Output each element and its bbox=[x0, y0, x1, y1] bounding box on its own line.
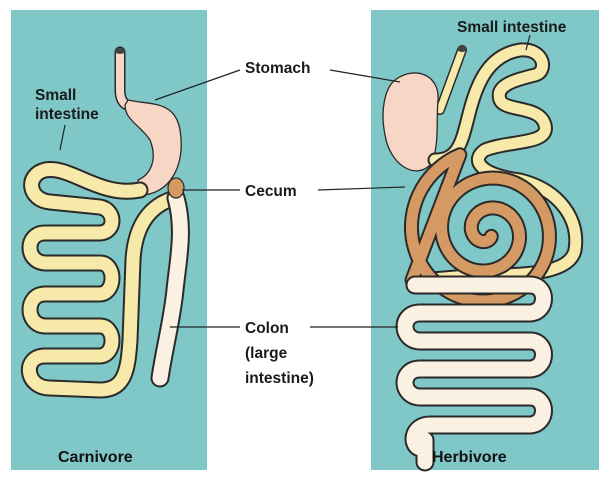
small-intestine-leader-left bbox=[59, 124, 66, 151]
herbivore-cecum-spiral bbox=[404, 147, 557, 309]
small-intestine-leader-right bbox=[525, 34, 531, 51]
herbivore-small-intestine bbox=[412, 42, 584, 288]
cecum-leader-right bbox=[317, 186, 406, 191]
carnivore-cecum bbox=[167, 177, 185, 199]
carnivore-title: Carnivore bbox=[58, 449, 133, 466]
herbivore-title: Herbivore bbox=[432, 449, 507, 466]
left-small-intestine-label-line1: Small bbox=[35, 87, 76, 104]
stomach-label: Stomach bbox=[245, 60, 310, 77]
herbivore-colon bbox=[395, 275, 553, 472]
colon-label-line1: Colon bbox=[245, 320, 289, 337]
left-small-intestine-label-line2: intestine bbox=[35, 106, 99, 123]
right-small-intestine-label: Small intestine bbox=[457, 19, 567, 36]
colon-label-line2: (large bbox=[245, 345, 288, 362]
stomach-leader-right bbox=[329, 69, 401, 83]
carnivore-colon bbox=[150, 188, 190, 388]
stomach-leader-left bbox=[154, 69, 241, 101]
cecum-label: Cecum bbox=[245, 183, 297, 200]
carnivore-small-intestine bbox=[20, 161, 184, 399]
colon-label-line3: intestine) bbox=[245, 370, 314, 387]
herbivore-esophagus bbox=[435, 45, 467, 115]
